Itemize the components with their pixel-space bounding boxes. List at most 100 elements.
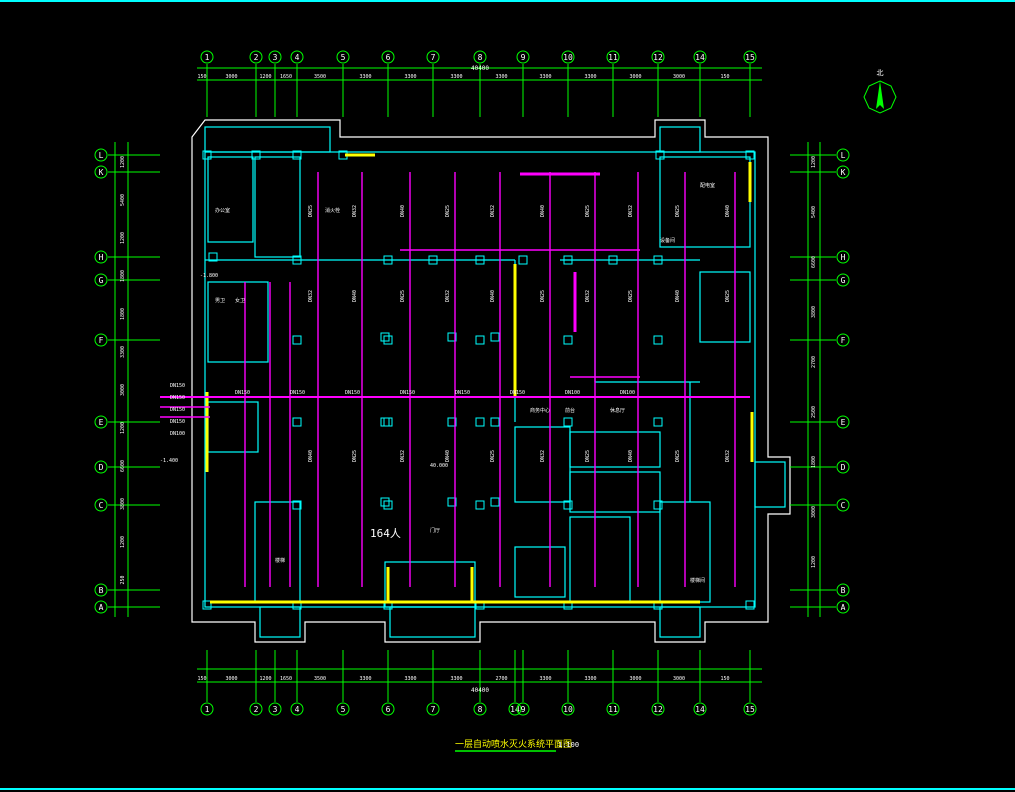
room-label: 楼梯间: [690, 577, 705, 584]
dim-text-bottom: 3300: [359, 676, 371, 682]
room-label: 门厅: [430, 527, 440, 534]
sprinkler-head: [490, 332, 500, 342]
pipe-label-branch: DN32: [352, 205, 358, 217]
north-arrow: 北: [863, 69, 897, 114]
dim-text-right: 2700: [811, 356, 817, 368]
axis-bubble-bottom: 14: [693, 702, 707, 716]
dim-text-right: 1200: [811, 156, 817, 168]
sprinkler-head: [447, 497, 457, 507]
pipe-label-branch: DN32: [308, 290, 314, 302]
room-label: 设备间: [660, 237, 675, 244]
dim-text-bottom: 2700: [495, 676, 507, 682]
column: [292, 500, 302, 510]
column: [655, 150, 665, 160]
room-label: 男卫: [215, 298, 225, 304]
pipe-label-branch: DN25: [352, 450, 358, 462]
axis-label-right: D: [841, 463, 846, 472]
dim-text-left: 1200: [120, 232, 126, 244]
axis-bubble-right: C: [836, 498, 850, 512]
axis-bubble-bottom: 10: [561, 702, 575, 716]
axis-bubble-right: G: [836, 273, 850, 287]
dim-text-left: 3800: [120, 498, 126, 510]
room-right-upper: [699, 271, 751, 343]
axis-label-right: F: [841, 336, 846, 345]
axis-label-bottom: 7: [431, 705, 436, 714]
pipe-label-main: DN150: [510, 390, 525, 396]
dim-text-top: 3000: [629, 74, 641, 80]
axis-bubble-right: E: [836, 415, 850, 429]
room-center-right: [514, 426, 571, 503]
column: [653, 255, 663, 265]
dim-text-bottom: 3500: [314, 676, 326, 682]
column: [202, 150, 212, 160]
axis-bubble-left: K: [94, 165, 108, 179]
pipe-label-branch: DN32: [400, 450, 406, 462]
dim-text-top: 3300: [359, 74, 371, 80]
axis-label-left: L: [99, 151, 104, 160]
pipe-label-main: DN150: [455, 390, 470, 396]
axis-bubble-left: C: [94, 498, 108, 512]
dim-text-right: 1200: [811, 556, 817, 568]
axis-label-top: 8: [478, 53, 483, 62]
column: [653, 500, 663, 510]
pipe-label-main: DN100: [620, 390, 635, 396]
room-label: 配电室: [700, 182, 715, 189]
room-label: 商务中心: [530, 407, 550, 414]
column: [563, 335, 573, 345]
axis-bubble-left: L: [94, 148, 108, 162]
axis-label-left: K: [99, 168, 104, 177]
dimension-lines: [108, 64, 836, 702]
dim-text-bottom: 150: [720, 676, 729, 682]
column: [208, 252, 218, 262]
axis-label-top: 9: [521, 53, 526, 62]
axis-label-top: 11: [608, 53, 618, 62]
column: [745, 150, 755, 160]
column: [518, 255, 528, 265]
axis-label-bottom: 14: [695, 705, 705, 714]
room-label: 消火栓: [325, 207, 340, 214]
dim-text-bottom: 3300: [584, 676, 596, 682]
dim-text-top: 150: [720, 74, 729, 80]
axis-bubble-right: F: [836, 333, 850, 347]
pipe-label-branch: DN25: [445, 205, 451, 217]
axis-bubble-top: 8: [473, 50, 487, 64]
north-arrow-icon: [876, 81, 884, 109]
pipe-label-branch: DN32: [585, 290, 591, 302]
pipe-label-main: DN150: [400, 390, 415, 396]
room-label: 办公室: [215, 207, 230, 214]
axis-label-top: 1: [205, 53, 210, 62]
dim-text-bottom: 150: [197, 676, 206, 682]
axis-bubble-bottom: 9: [516, 702, 530, 716]
dim-text-left: 250: [120, 575, 126, 584]
axis-label-bottom: 14: [510, 705, 520, 714]
axis-label-top: 10: [563, 53, 573, 62]
room-right-b: [569, 471, 661, 513]
axis-label-bottom: 4: [295, 705, 300, 714]
axis-bubble-right: B: [836, 583, 850, 597]
dim-text-bottom: 3300: [450, 676, 462, 682]
north-label: 北: [877, 69, 884, 77]
elevation-label: -1.800: [200, 273, 218, 279]
pipe-label-branch: DN25: [628, 290, 634, 302]
axis-bubble-right: D: [836, 460, 850, 474]
dim-text-right: 1800: [811, 456, 817, 468]
pipe-label-branch: DN25: [490, 450, 496, 462]
axis-label-right: L: [841, 151, 846, 160]
axis-label-left: H: [99, 253, 104, 262]
room-right-top: [659, 156, 751, 248]
axis-bubble-top: 4: [290, 50, 304, 64]
axis-bubble-right: A: [836, 600, 850, 614]
dim-text-bottom: 3000: [673, 676, 685, 682]
sprinkler-head: [447, 332, 457, 342]
axis-label-left: A: [99, 603, 104, 612]
axis-label-top: 3: [273, 53, 278, 62]
dim-text-top: 3300: [539, 74, 551, 80]
axis-bubble-top: 10: [561, 50, 575, 64]
axis-label-top: 6: [386, 53, 391, 62]
sprinkler-head: [380, 497, 390, 507]
pipe-label-main: DN100: [565, 390, 580, 396]
axis-label-right: H: [841, 253, 846, 262]
pipe-label-branch: DN40: [445, 450, 451, 462]
axis-label-right: C: [841, 501, 846, 510]
pipe-label-branch: DN32: [628, 205, 634, 217]
